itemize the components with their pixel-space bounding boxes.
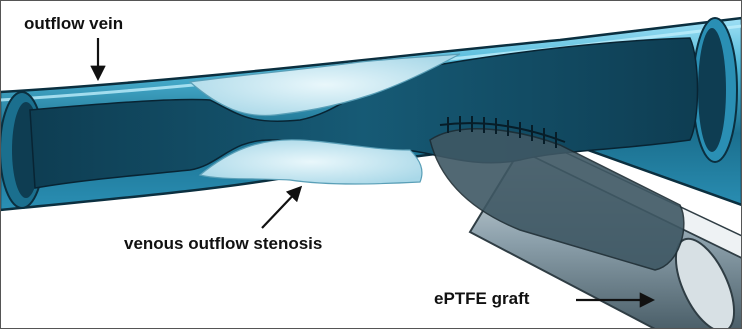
outflow-vein-label: outflow vein xyxy=(24,14,123,34)
stenosis-label: venous outflow stenosis xyxy=(124,234,322,254)
graft-label: ePTFE graft xyxy=(434,289,529,309)
arrow-icon xyxy=(262,188,300,228)
